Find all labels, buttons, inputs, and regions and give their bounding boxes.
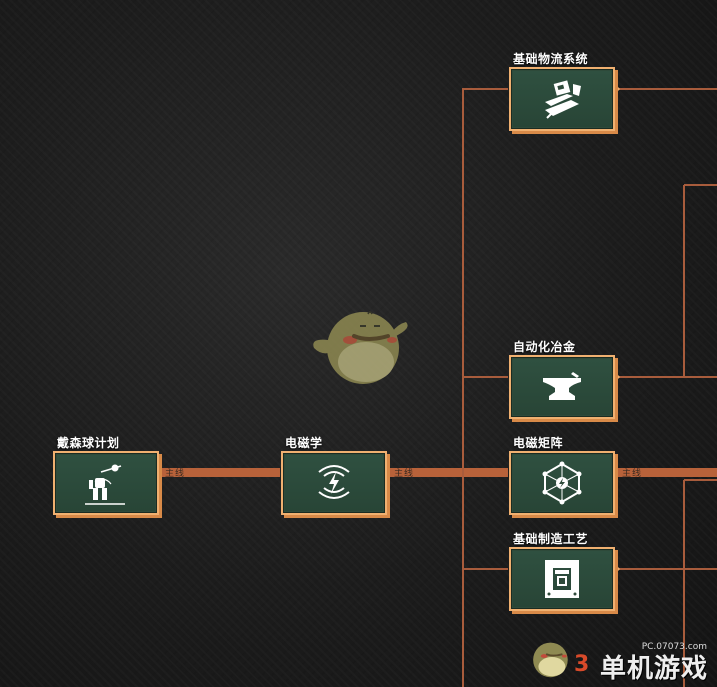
matrix-icon	[542, 461, 582, 505]
mascot-watermark	[313, 311, 408, 384]
main-line-label: 主线	[622, 469, 643, 479]
mecha-icon	[85, 464, 125, 505]
anvil-icon	[543, 372, 581, 400]
watermark-url: PC.07073.com	[641, 642, 707, 652]
main-line-label: 主线	[394, 469, 415, 479]
tech-node-card[interactable]	[509, 547, 615, 611]
main-line-segment	[160, 468, 280, 477]
tech-node-title: 基础物流系统	[513, 52, 589, 66]
tech-node-title: 电磁学	[285, 436, 323, 450]
lightning-wave-icon	[318, 465, 350, 499]
main-line-segment	[388, 468, 508, 477]
tech-node-card[interactable]	[509, 451, 615, 515]
tech-node-card[interactable]	[509, 355, 615, 419]
tech-node-card[interactable]	[281, 451, 387, 515]
tech-node-card[interactable]	[509, 67, 615, 131]
assembler-icon	[545, 560, 579, 598]
main-line-segment	[616, 468, 717, 477]
tech-node-card[interactable]	[53, 451, 159, 515]
watermark-mascot-icon	[533, 642, 568, 678]
main-line-label: 主线	[165, 469, 186, 479]
tech-node-title: 基础制造工艺	[513, 532, 589, 546]
conveyor-icon	[545, 80, 581, 119]
tech-node-title: 戴森球计划	[57, 436, 120, 450]
watermark-prefix: 3	[574, 652, 590, 677]
tech-node-title: 电磁矩阵	[513, 436, 564, 450]
watermark-text: 单机游戏	[600, 654, 709, 684]
tech-node-title: 自动化冶金	[513, 340, 576, 354]
